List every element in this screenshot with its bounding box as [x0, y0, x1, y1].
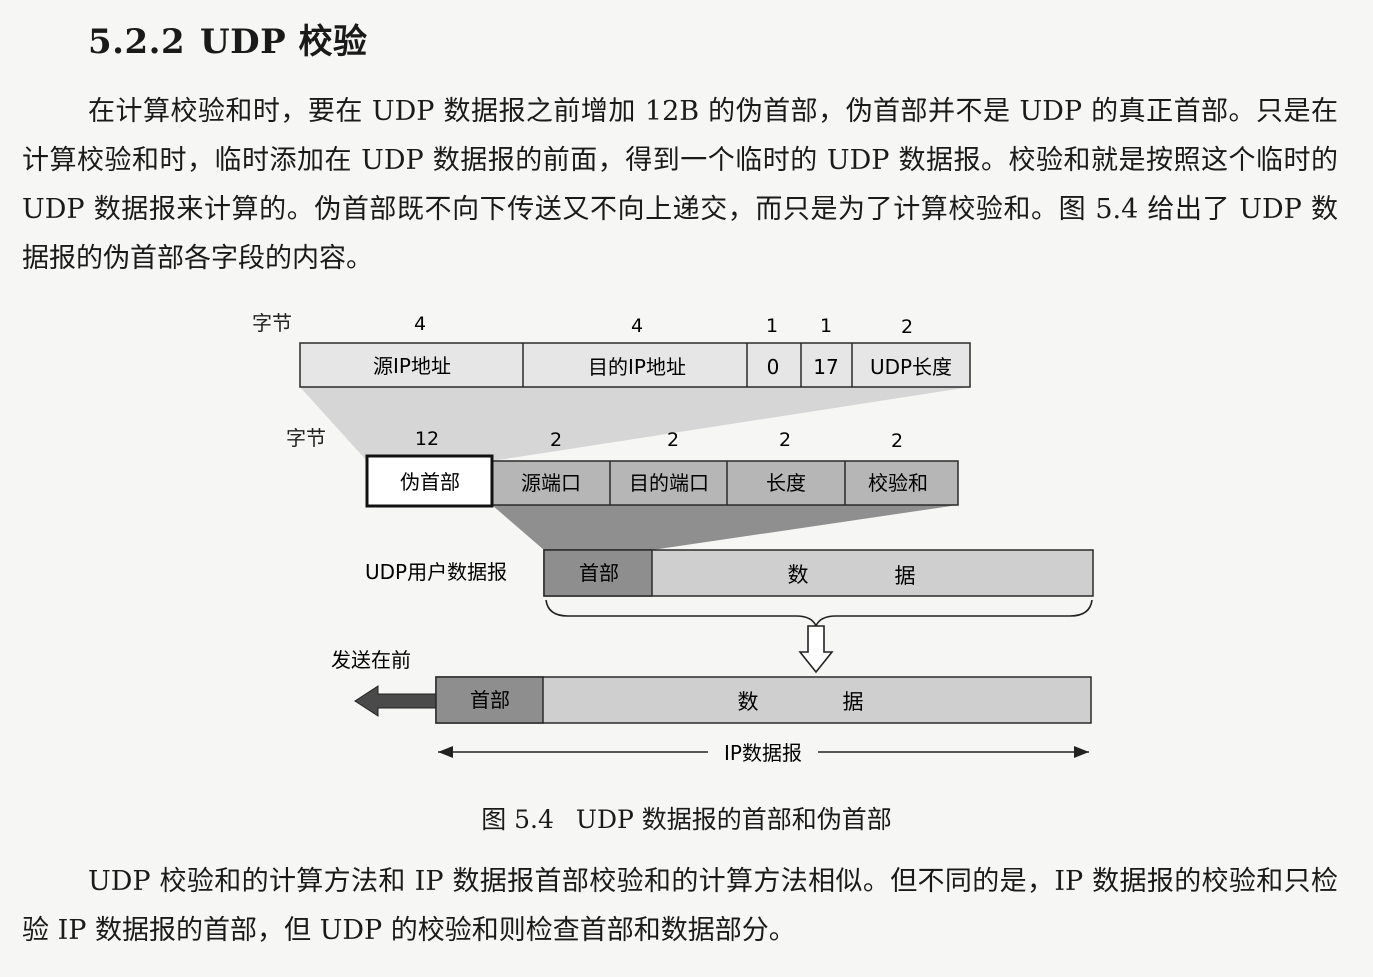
pseudo-header-projection	[300, 387, 970, 461]
ip-data-char: 数	[738, 690, 759, 714]
pseudo-header-cell	[365, 454, 494, 508]
udp-datagram-label: UDP用户数据报	[365, 560, 507, 584]
size-label: 2	[779, 429, 791, 451]
caption-number: 图 5.4	[481, 805, 554, 834]
field-checksum: 校验和	[868, 471, 928, 495]
field-dest-ip: 目的IP地址	[588, 355, 686, 379]
size-label: 2	[550, 429, 562, 451]
ip-datagram-label: IP数据报	[724, 741, 802, 765]
ip-data-char: 据	[843, 690, 864, 714]
ip-header-cell	[435, 676, 544, 724]
size-label: 2	[667, 429, 679, 451]
udp-header-text: 首部	[579, 561, 619, 585]
field-source-ip: 源IP地址	[373, 354, 451, 378]
send-first-label: 发送在前	[331, 648, 411, 672]
section-number: 5.2.2	[88, 22, 186, 62]
ip-datagram-box	[435, 676, 1092, 724]
udp-header-cell	[543, 549, 653, 597]
size-label: 2	[901, 316, 913, 338]
paragraph-1: 在计算校验和时，要在 UDP 数据报之前增加 12B 的伪首部，伪首部并不是 U…	[22, 96, 1338, 274]
ip-header-text: 首部	[470, 688, 510, 712]
udp-data-char: 数	[788, 563, 809, 587]
udp-data-char: 据	[895, 564, 916, 588]
field-pseudo-header: 伪首部	[400, 470, 460, 494]
field-udp-length: UDP长度	[870, 355, 952, 379]
section-heading: 5.2.2 UDP 校验	[88, 14, 368, 63]
size-label: 2	[891, 430, 903, 452]
datagram-brace	[545, 599, 1093, 629]
field-zero: 0	[767, 355, 780, 379]
field-source-port: 源端口	[521, 471, 581, 495]
caption-text: UDP 数据报的首部和伪首部	[575, 805, 892, 834]
down-arrow-icon	[798, 625, 834, 674]
size-label: 4	[631, 315, 643, 337]
bytes-label-1: 字节	[252, 311, 292, 335]
left-arrow-icon	[354, 685, 437, 717]
size-label: 12	[415, 428, 439, 450]
section-title: UDP 校验	[200, 22, 368, 62]
udp-header-projection	[492, 505, 958, 550]
paragraph-2: UDP 校验和的计算方法和 IP 数据报首部校验和的计算方法相似。但不同的是，I…	[22, 866, 1338, 946]
bytes-label-2: 字节	[286, 426, 326, 450]
size-label: 4	[414, 313, 426, 335]
size-label: 1	[766, 315, 778, 337]
field-dest-port: 目的端口	[629, 471, 709, 495]
pseudo-header-box	[299, 342, 971, 388]
size-label: 1	[820, 315, 832, 337]
field-protocol: 17	[813, 355, 838, 379]
field-length: 长度	[766, 471, 806, 495]
figure-caption: 图 5.4 UDP 数据报的首部和伪首部	[0, 800, 1373, 836]
udp-header-fields-box	[491, 460, 959, 506]
